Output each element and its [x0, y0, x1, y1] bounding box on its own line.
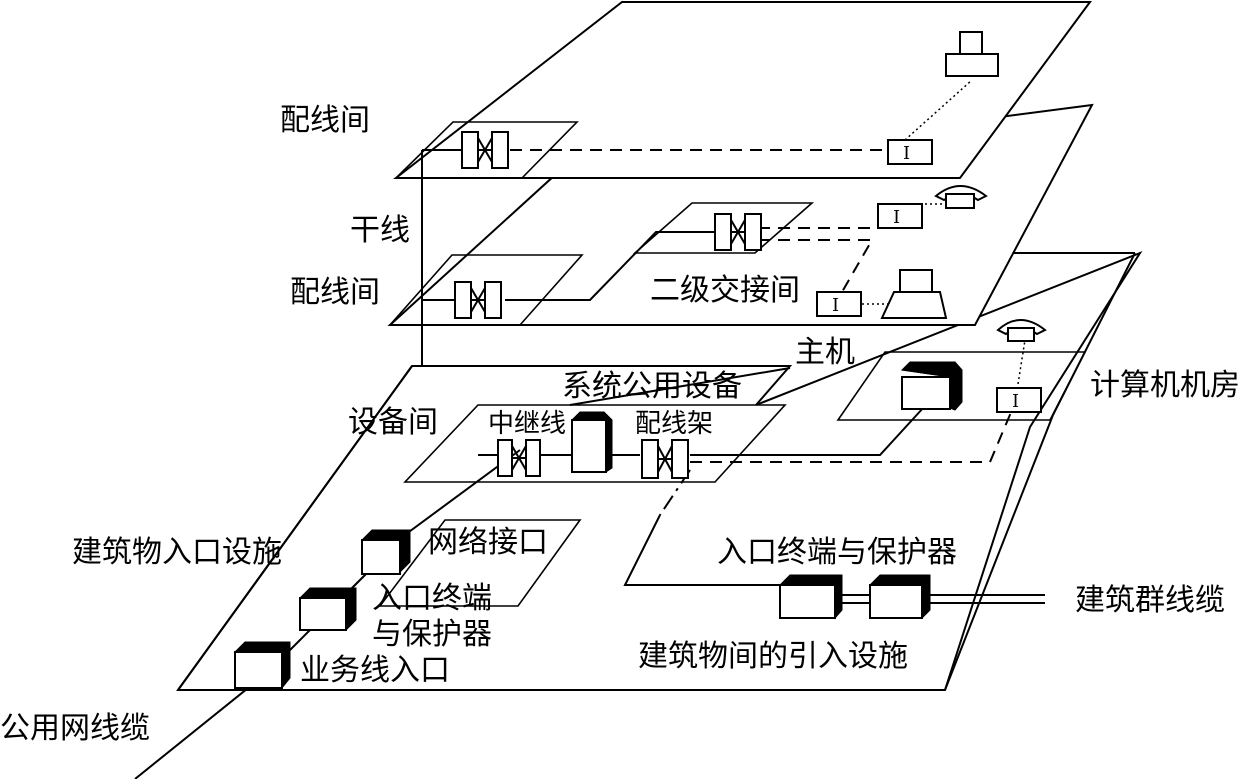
- svg-text:I: I: [1012, 391, 1019, 412]
- equipment-room-area: [403, 404, 787, 483]
- building-entrance-facility-label: 建筑物入口设施: [72, 535, 282, 570]
- entrance-terminal-label-line2: 与保护器: [372, 617, 492, 652]
- service-line-entrance-label: 业务线入口: [300, 653, 450, 688]
- equipment-box-icon: [778, 574, 843, 620]
- top-wiring-closet-label: 配线间: [280, 103, 370, 138]
- host-label: 主机: [795, 335, 855, 370]
- secondary-cross-connect-label: 二级交接间: [650, 273, 800, 308]
- mid-wiring-closet-label: 配线间: [290, 275, 380, 310]
- equipment-box-icon: [900, 361, 963, 411]
- svg-text:I: I: [832, 295, 839, 316]
- cross-connect-icon: [461, 131, 509, 169]
- inter-building-entrance-label: 建筑物间的引入设施: [638, 639, 908, 674]
- trunk-line-label: 中继线: [488, 409, 566, 439]
- system-common-equipment-label: 系统公用设备: [562, 369, 742, 404]
- top-wiring-closet-area: [394, 121, 579, 179]
- network-interface-area: [378, 519, 582, 607]
- cross-connect-icon: [454, 281, 502, 319]
- information-outlet-icon: I: [816, 291, 862, 317]
- horizontal-link: [505, 231, 715, 301]
- backbone-label: 干线: [350, 213, 410, 248]
- equipment-box-icon: [360, 529, 411, 575]
- public-network-cable-line: [134, 679, 259, 779]
- terminal-icon: [945, 31, 999, 77]
- telephone-icon: [934, 185, 988, 209]
- entrance-terminal-label-line1: 入口终端: [372, 581, 492, 616]
- computer-room-link: [690, 394, 936, 456]
- equipment-box-icon: [298, 587, 357, 632]
- middle-wiring-closet-area: [388, 254, 584, 326]
- information-outlet-icon: I: [877, 203, 923, 229]
- equipment-box-icon: [233, 641, 291, 690]
- secondary-cross-connect-area: [632, 202, 815, 254]
- computer-host-icon: [880, 269, 948, 319]
- information-outlet-icon: I: [887, 139, 933, 165]
- equipment-box-icon: [570, 411, 613, 473]
- cross-connect-icon: [714, 213, 762, 251]
- top-floor-plane: [393, 1, 1092, 179]
- svg-text:I: I: [893, 207, 900, 228]
- cross-connect-icon: [641, 439, 689, 479]
- cross-connect-icon: [497, 439, 541, 477]
- information-outlet-icon: I: [996, 387, 1042, 413]
- computer-room-area: [836, 351, 1087, 421]
- svg-text:I: I: [903, 143, 910, 164]
- public-network-cable-label: 公用网线缆: [0, 711, 150, 746]
- backbone-riser: [421, 149, 462, 366]
- network-interface-label: 网络接口: [428, 525, 548, 560]
- entrance-terminal-protector-label: 入口终端与保护器: [717, 535, 957, 570]
- ground-floor-outline: [177, 252, 1136, 691]
- distribution-frame-label: 配线架: [635, 409, 713, 439]
- telephone-icon: [996, 319, 1047, 342]
- equipment-room-label: 设备间: [348, 405, 438, 440]
- equipment-box-icon: [868, 574, 931, 620]
- computer-room-label: 计算机机房: [1090, 368, 1240, 403]
- campus-cable-label: 建筑群线缆: [1075, 583, 1225, 618]
